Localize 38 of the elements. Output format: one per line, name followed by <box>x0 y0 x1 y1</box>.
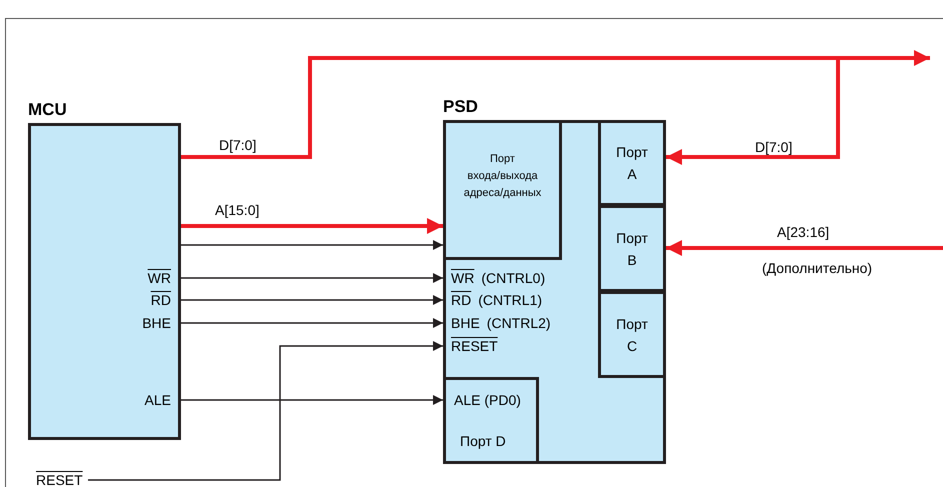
pin-label: ALE <box>144 392 171 408</box>
pin-label: WR <box>148 270 171 286</box>
signal-arrow <box>181 318 443 328</box>
chip-label: MCU <box>28 99 67 121</box>
signal-arrow <box>181 295 443 305</box>
signal-label: RD <box>451 292 472 308</box>
edge-label: D[7:0] <box>218 137 258 153</box>
edge-label: A[15:0] <box>214 202 260 218</box>
signal-label: BHE <box>451 315 480 331</box>
signal-arrow <box>181 273 443 283</box>
chip-label: PSD <box>443 96 478 118</box>
port-block <box>443 377 539 464</box>
signal-arrow <box>88 341 443 481</box>
pin-label: BHE <box>142 315 171 331</box>
note-label: (Дополнительно) <box>762 260 872 276</box>
signal-label: (CNTRL2) <box>486 315 551 331</box>
signal-label: (CNTRL0) <box>481 270 546 286</box>
signal-label: ALE (PD0) <box>454 392 521 408</box>
signal-arrow <box>181 240 443 250</box>
bus-arrow <box>181 218 443 234</box>
signal-label: RESET <box>451 338 498 354</box>
bus-arrow <box>666 240 943 256</box>
signal-label: (CNTRL1) <box>478 292 542 308</box>
port-block <box>598 120 666 206</box>
io-port-block <box>443 120 562 260</box>
port-name: Порт C <box>616 314 648 356</box>
port-name: Порт D <box>459 433 506 449</box>
signal-label: WR <box>451 270 474 286</box>
port-name: Порт входа/выхода адреса/данных <box>464 152 542 200</box>
port-name: Порт A <box>616 143 648 184</box>
signal-arrow <box>181 395 443 405</box>
edge-label: A[23:16] <box>776 224 830 240</box>
pin-label: RD <box>150 292 171 308</box>
edge-label: D[7:0] <box>754 139 794 155</box>
port-block <box>598 205 666 292</box>
port-name: Порт B <box>616 228 648 270</box>
port-block <box>598 291 666 378</box>
signal-label: RESET <box>36 472 83 487</box>
